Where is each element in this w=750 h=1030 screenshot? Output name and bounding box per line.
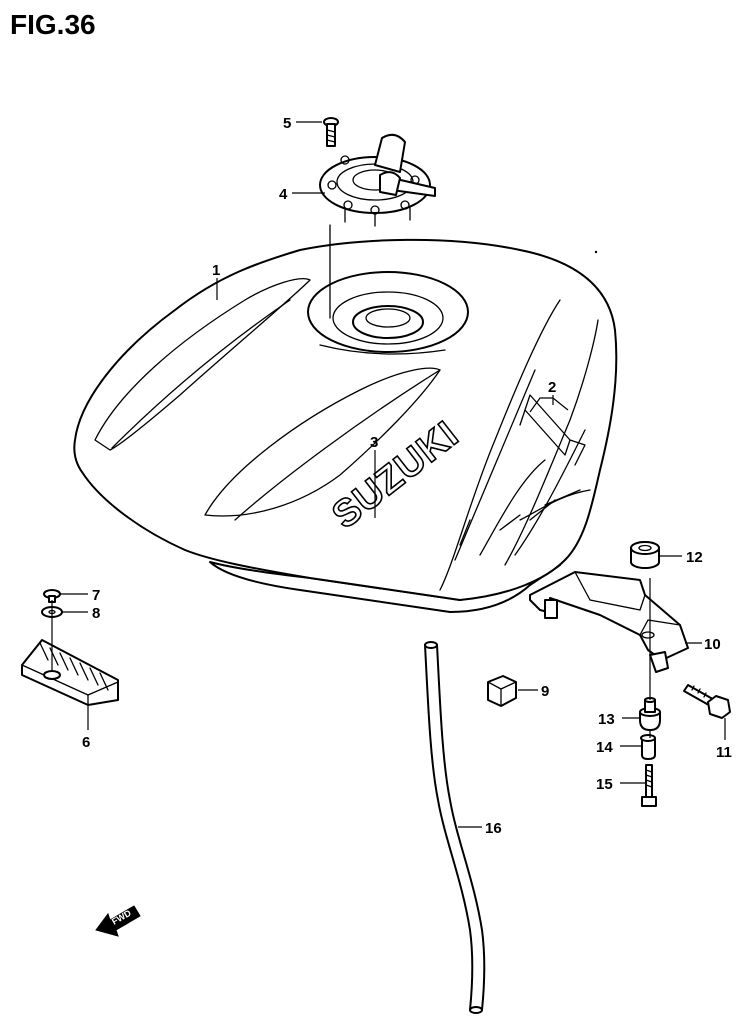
callout-11: 11 xyxy=(716,744,732,761)
small-screw xyxy=(43,589,61,603)
callout-8: 8 xyxy=(92,605,100,622)
stray-mark xyxy=(594,250,598,254)
callout-13: 13 xyxy=(598,711,615,728)
leader-lines xyxy=(51,121,726,828)
callout-4: 4 xyxy=(279,186,288,203)
spacer xyxy=(640,734,656,760)
hex-bolt xyxy=(683,684,731,719)
rubber-cushion xyxy=(487,675,517,707)
mount-cushion xyxy=(639,697,661,731)
callout-6: 6 xyxy=(82,734,90,751)
fuel-tank: SUZUKI xyxy=(73,224,618,613)
cushion-block xyxy=(21,639,119,706)
screw xyxy=(323,117,339,147)
fuel-cap xyxy=(319,133,436,227)
tank-bracket xyxy=(529,571,689,673)
callout-2: 2 xyxy=(548,379,556,396)
stud-bolt xyxy=(641,764,657,807)
callout-15: 15 xyxy=(596,776,613,793)
nut xyxy=(630,541,660,569)
callout-12: 12 xyxy=(686,549,703,566)
callout-numbers: 5 4 1 2 3 7 8 6 9 10 11 12 13 14 15 16 xyxy=(82,115,732,837)
callout-14: 14 xyxy=(596,739,613,756)
callout-3: 3 xyxy=(370,434,378,451)
callout-16: 16 xyxy=(485,820,502,837)
callout-9: 9 xyxy=(541,683,549,700)
figure-title: FIG.36 xyxy=(10,9,96,40)
callout-10: 10 xyxy=(704,636,721,653)
callout-7: 7 xyxy=(92,587,100,604)
callout-1: 1 xyxy=(212,262,220,279)
forward-direction-arrow: FWD xyxy=(95,905,141,937)
breather-hose xyxy=(424,641,486,1014)
callout-5: 5 xyxy=(283,115,291,132)
